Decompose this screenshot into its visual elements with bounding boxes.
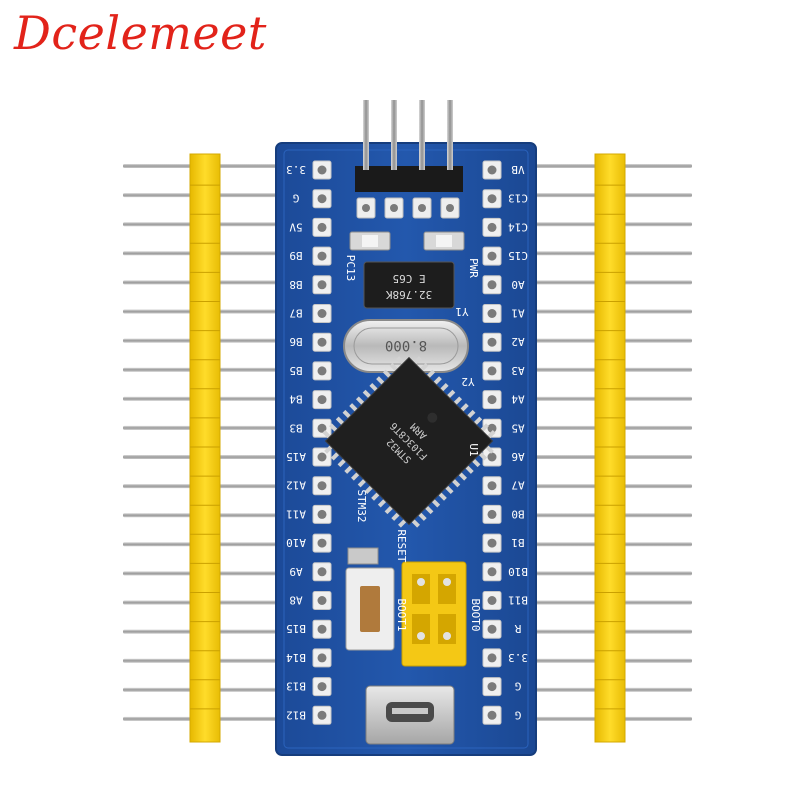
header-strip-left: [123, 153, 287, 743]
pin-label: B0: [511, 507, 524, 520]
pin-label: A11: [286, 507, 306, 520]
pin-label: B5: [289, 364, 302, 377]
pin-label: B12: [286, 708, 306, 721]
pin-label: A12: [286, 479, 306, 492]
pin-label: B3: [289, 421, 302, 434]
boot-jumpers: [401, 561, 467, 667]
pin-label: G: [515, 680, 522, 693]
pin-label: A15: [286, 450, 306, 463]
pin-label: A1: [511, 307, 524, 320]
silk-stm32: STM32: [355, 489, 368, 522]
silk-boot1: BOOT1: [395, 598, 408, 631]
mcu-chip: STM32 F103C8T6 ARM: [322, 356, 496, 528]
pin-label: A3: [511, 364, 524, 377]
pin-label: G: [293, 192, 300, 205]
pin-label: B8: [289, 278, 302, 291]
pin-label: B15: [286, 622, 306, 635]
svg-text:E C65: E C65: [392, 272, 425, 285]
pin-label: A0: [511, 278, 524, 291]
pin-label: A6: [511, 450, 524, 463]
pads-left: [312, 160, 332, 725]
pin-label: A10: [286, 536, 306, 549]
pin-label: B9: [289, 249, 302, 262]
pin-label: A7: [511, 479, 524, 492]
silk-y1: Y1: [455, 305, 468, 318]
pin-label: C14: [508, 220, 528, 233]
silk-u1: U1: [467, 443, 480, 456]
pin-label: B4: [289, 393, 303, 406]
micro-usb-port: [365, 685, 455, 745]
silk-y2: Y2: [461, 375, 474, 388]
pin-label: B10: [508, 565, 528, 578]
led-pc13: [349, 231, 391, 251]
silk-reset: RESET: [395, 529, 408, 562]
reset-button: [345, 547, 395, 651]
silk-pc13: PC13: [344, 255, 357, 282]
pin-label: B14: [286, 651, 306, 664]
pin-label: B7: [289, 307, 302, 320]
svg-text:32.768K: 32.768K: [385, 288, 432, 301]
pin-label: R: [514, 622, 521, 635]
pin-label: VB: [511, 163, 525, 176]
pads-right: [482, 160, 502, 725]
crystal-8mhz: 8.000: [343, 319, 469, 373]
pin-label: B1: [511, 536, 524, 549]
stm32-board: 3.3G5VB9B8B7B6B5B4B3A15A12A11A10A9A8B15B…: [275, 100, 537, 756]
brand-logo: Dcelemeet: [14, 6, 267, 60]
pin-label: B11: [508, 594, 528, 607]
led-power: [423, 231, 465, 251]
pin-label: 3.3: [508, 651, 528, 664]
pin-labels-left: 3.3G 5V B9B8B7B6B5B4B3A15A12A11A10A9A8B15B…: [286, 163, 306, 721]
pin-label: A9: [289, 565, 302, 578]
pin-label: B6: [289, 335, 302, 348]
pin-label: B13: [286, 680, 306, 693]
pin-label: A5: [511, 421, 524, 434]
pin-label: 5V: [289, 220, 303, 233]
swd-header: [355, 100, 463, 219]
pin-label: A8: [289, 594, 302, 607]
pin-label: 3.3: [286, 163, 306, 176]
pin-label: A4: [511, 393, 525, 406]
svg-text:8.000: 8.000: [385, 337, 427, 353]
crystal-32k: E C65 32.768K: [363, 261, 455, 309]
pin-label: G: [515, 708, 522, 721]
pin-label: A2: [511, 335, 524, 348]
pin-label: C13: [508, 192, 528, 205]
pin-label: C15: [508, 249, 528, 262]
silk-pwr: PWR: [467, 258, 480, 278]
header-strip-right: [528, 153, 692, 743]
silk-boot0: BOOT0: [469, 598, 482, 631]
